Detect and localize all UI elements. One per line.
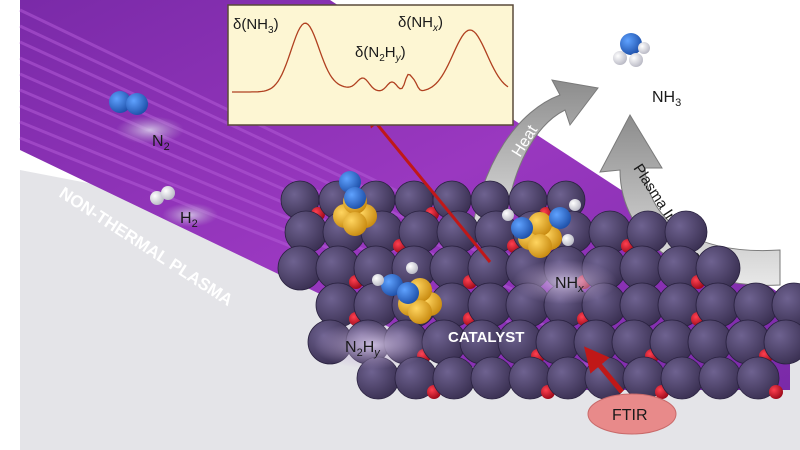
- hydrogen-atom-icon: [406, 262, 418, 274]
- nitrogen-atom-icon: [511, 217, 533, 239]
- h2-label: H2: [180, 210, 198, 230]
- nitrogen-atom-icon: [109, 91, 131, 113]
- metal-atom-icon: [343, 212, 367, 236]
- hydrogen-atom-icon: [613, 51, 627, 65]
- hydrogen-atom-icon: [502, 209, 514, 221]
- support-atom-icon: [467, 282, 513, 328]
- hydrogen-atom-icon: [569, 199, 581, 211]
- nh3-molecule: [613, 33, 650, 67]
- n2-molecule: [109, 91, 184, 144]
- metal-atom-icon: [408, 300, 432, 324]
- nhx-glow: [513, 260, 617, 304]
- h2-molecule: [150, 186, 218, 227]
- support-atom-icon: [619, 282, 665, 328]
- support-atom-icon: [660, 356, 704, 400]
- support-atom-icon: [736, 356, 780, 400]
- support-atom-icon: [763, 319, 800, 365]
- hydrogen-atom-icon: [638, 42, 650, 54]
- support-atom-icon: [546, 356, 590, 400]
- nh3-label: NH3: [652, 89, 681, 109]
- catalyst-cluster: [277, 171, 800, 400]
- ftir-label: FTIR: [612, 407, 648, 424]
- spectrum-frame: [227, 4, 514, 126]
- hydrogen-atom-icon: [161, 186, 175, 200]
- metal-atom-icon: [528, 212, 552, 236]
- hydrogen-atom-icon: [629, 53, 643, 67]
- nhx-label: NHx: [555, 275, 584, 295]
- catalyst-label: CATALYST: [448, 329, 524, 346]
- hydrogen-atom-icon: [372, 274, 384, 286]
- oxygen-atom-icon: [769, 385, 783, 399]
- peak-label-nh3: δ(NH3): [233, 16, 279, 36]
- support-atom-icon: [695, 282, 741, 328]
- metal-atom-icon: [528, 234, 552, 258]
- support-atom-icon: [470, 356, 514, 400]
- ftir-spectrum-inset: δ(NH3) δ(N2Hy) δ(NHx): [227, 4, 514, 126]
- n2-label: N2: [152, 133, 170, 153]
- hydrogen-atom-icon: [150, 191, 164, 205]
- peak-label-nhx: δ(NHx): [398, 14, 443, 34]
- support-atom-icon: [432, 356, 476, 400]
- support-atom-icon: [698, 356, 742, 400]
- nitrogen-atom-icon: [344, 187, 366, 209]
- nitrogen-atom-icon: [397, 282, 419, 304]
- spectrum-pointer-arrow: [367, 112, 492, 263]
- nitrogen-atom-icon: [126, 93, 148, 115]
- n2hy-label: N2Hy: [345, 339, 381, 359]
- peak-label-n2hy: δ(N2Hy): [355, 44, 406, 64]
- ftir-arrow: [583, 346, 624, 394]
- support-atom-icon: [733, 282, 779, 328]
- nitrogen-atom-icon: [620, 33, 642, 55]
- hydrogen-atom-icon: [562, 234, 574, 246]
- nitrogen-atom-icon: [549, 207, 571, 229]
- ftir-badge: FTIR: [587, 393, 677, 435]
- support-atom-icon: [277, 245, 323, 291]
- n2hy-glow: [314, 321, 430, 369]
- spectrum-trace: [232, 22, 509, 93]
